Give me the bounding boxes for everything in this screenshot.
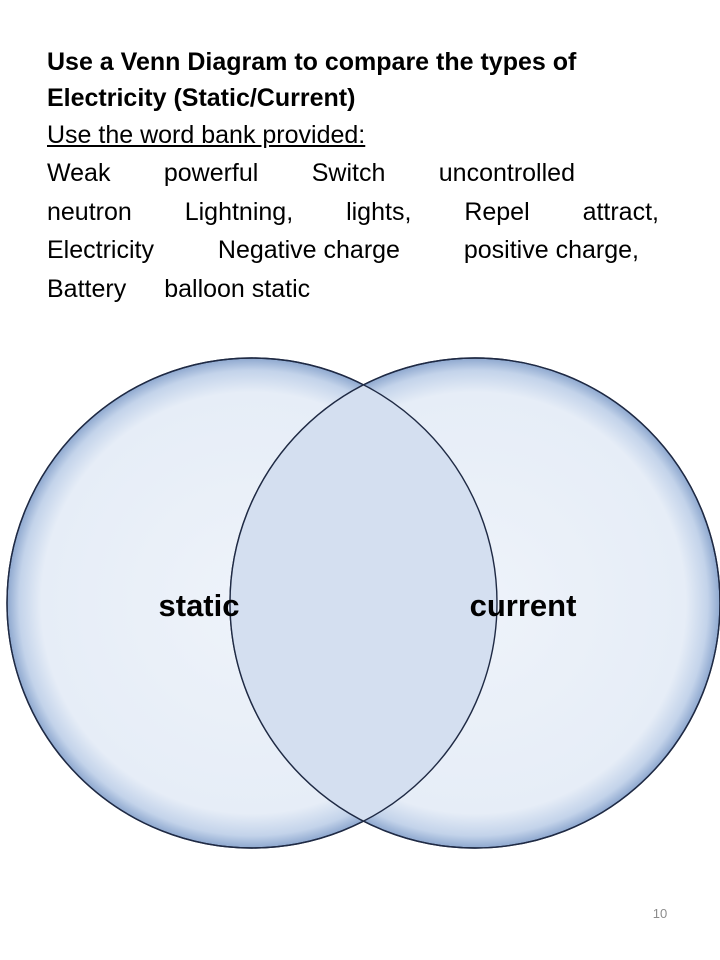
word-bank-line-4: Battery balloon static <box>47 270 659 309</box>
venn-outline-current <box>229 357 720 849</box>
word-bank-term: Electricity <box>47 236 154 264</box>
heading-line-1: Use a Venn Diagram to compare the types … <box>47 48 577 76</box>
word-bank-term: Weak <box>47 159 111 187</box>
word-bank-term: Switch <box>311 159 386 187</box>
word-bank: Weak powerful Switch uncontrolled neutro… <box>47 154 659 308</box>
slide-heading: Use a Venn Diagram to compare the types … <box>47 44 659 116</box>
word-bank-term: Negative charge <box>217 236 400 264</box>
word-bank-term: powerful <box>163 159 259 187</box>
venn-label-current: current <box>470 588 577 623</box>
venn-diagram: static current <box>6 357 720 849</box>
word-bank-instruction: Use the word bank provided: <box>47 121 366 149</box>
word-bank-term: Battery <box>47 274 127 303</box>
word-bank-term: uncontrolled <box>438 159 575 187</box>
venn-overlap <box>230 358 497 848</box>
word-bank-line-2: neutron Lightning, lights, Repel attract… <box>47 193 659 232</box>
venn-outline-static <box>6 357 498 849</box>
slide-text: Use a Venn Diagram to compare the types … <box>47 44 659 308</box>
word-bank-term: neutron <box>47 197 132 226</box>
word-bank-term: attract, <box>582 197 659 226</box>
word-bank-term: Repel <box>464 197 530 226</box>
word-bank-term: lights, <box>346 197 412 226</box>
word-bank-line-1: Weak powerful Switch uncontrolled <box>47 154 575 193</box>
page-number: 10 <box>652 906 668 921</box>
word-bank-term: balloon static <box>164 274 311 303</box>
venn-label-static: static <box>159 588 240 623</box>
heading-line-2: Electricity (Static/Current) <box>47 84 356 112</box>
word-bank-term: positive charge, <box>463 236 639 264</box>
word-bank-line-3: Electricity Negative charge positive cha… <box>47 231 639 270</box>
word-bank-term: Lightning, <box>184 197 294 226</box>
